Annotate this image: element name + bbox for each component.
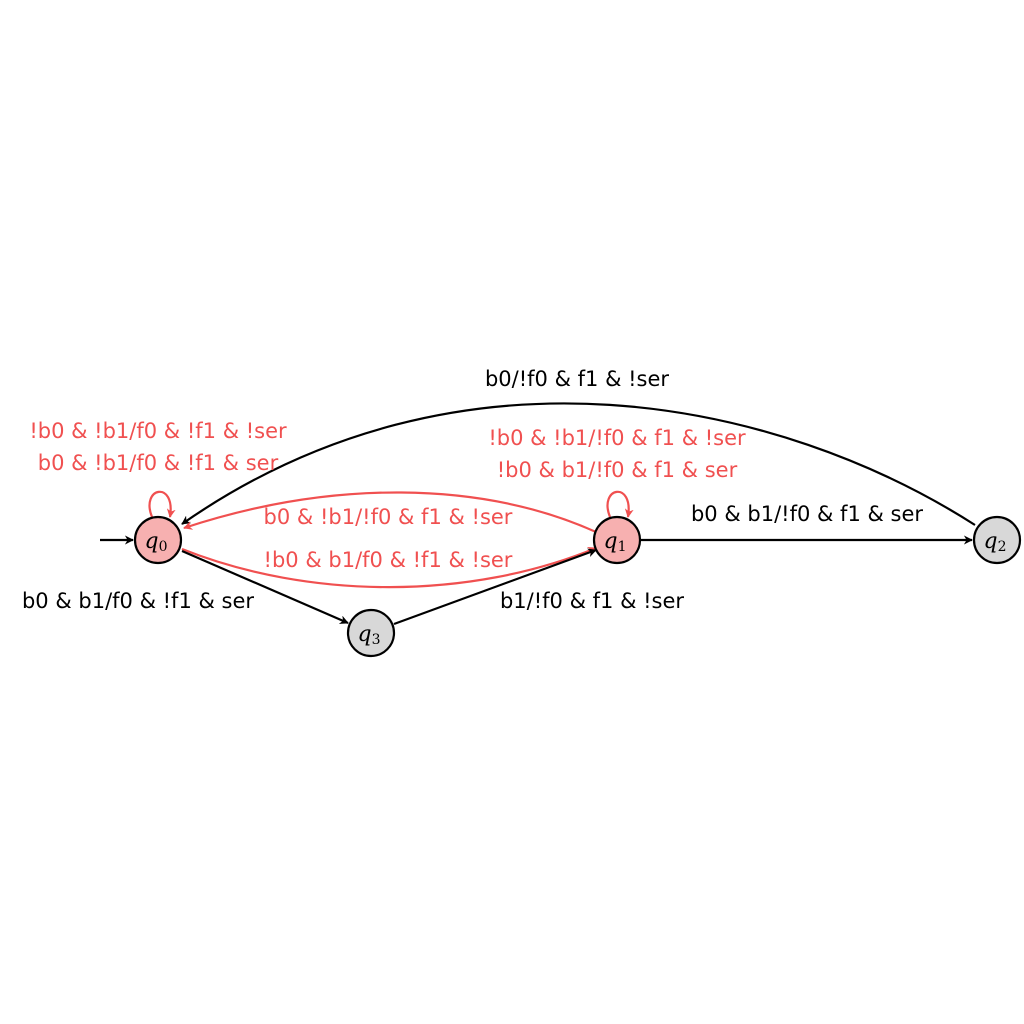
edge-q1-q0 xyxy=(183,491,597,534)
state-q1[interactable]: q1 xyxy=(592,515,642,565)
edge-q0-q3 xyxy=(181,549,349,625)
state-q2-circle xyxy=(972,515,1022,565)
edge-q3-q1 xyxy=(393,548,597,626)
label-q1-q2: b0 & b1/!f0 & f1 & ser xyxy=(691,502,923,526)
label-q0-q3: b0 & b1/f0 & !f1 & ser xyxy=(22,589,254,613)
label-q0-q1: !b0 & b1/f0 & !f1 & !ser xyxy=(264,548,513,572)
label-q2-q0: b0/!f0 & f1 & !ser xyxy=(485,367,669,391)
state-q1-circle xyxy=(592,515,642,565)
state-q2-label: q2 xyxy=(983,529,1006,555)
state-q3-circle xyxy=(346,608,396,658)
state-q1-label: q1 xyxy=(603,529,626,555)
state-q2[interactable]: q2 xyxy=(972,515,1022,565)
state-q0-circle xyxy=(133,515,183,565)
label-q1-loop-line2: !b0 & b1/!f0 & f1 & ser xyxy=(497,458,738,482)
loop-q0 xyxy=(148,490,176,518)
label-q3-q1: b1/!f0 & f1 & !ser xyxy=(500,589,684,613)
state-q0[interactable]: q0 xyxy=(133,515,183,565)
label-q0-loop-line1: !b0 & !b1/f0 & !f1 & !ser xyxy=(29,419,287,443)
label-q1-q0: b0 & !b1/!f0 & f1 & !ser xyxy=(264,505,513,529)
label-q1-loop-line1: !b0 & !b1/!f0 & f1 & !ser xyxy=(488,426,746,450)
state-q3-label: q3 xyxy=(357,622,380,648)
state-q3[interactable]: q3 xyxy=(346,608,396,658)
label-q0-loop-line2: b0 & !b1/f0 & !f1 & ser xyxy=(38,451,279,475)
loop-q1 xyxy=(606,490,634,518)
state-q0-label: q0 xyxy=(144,529,167,555)
edge-q0-q1 xyxy=(181,546,597,589)
edge-q2-q0 xyxy=(181,402,976,526)
